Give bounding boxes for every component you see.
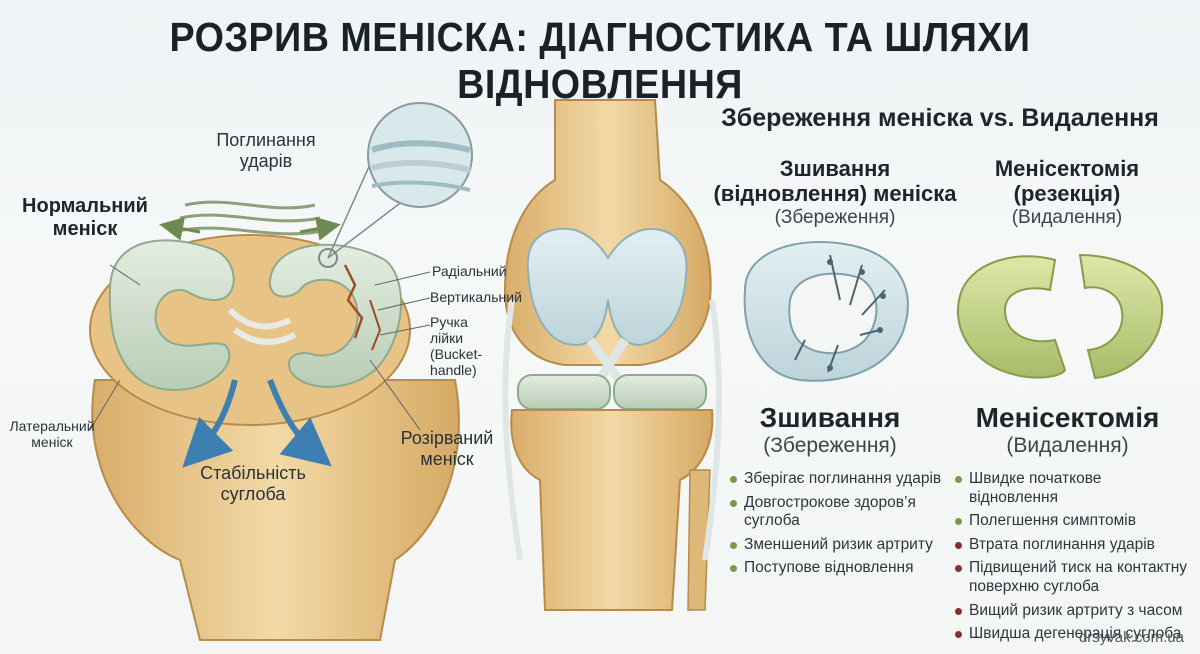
list-item: Зберігає поглинання ударів: [730, 470, 945, 489]
footer-url: drsyvak.com.ua: [1078, 629, 1184, 646]
list-item: Вищий ризик артриту з часом: [955, 602, 1190, 621]
knee-front-illustration: [502, 99, 723, 611]
radial-tear-label: Радіальний: [432, 263, 507, 279]
bullet-dot: [730, 476, 737, 483]
bullet-text: Довгострокове здоров’я суглоба: [744, 493, 916, 530]
bullet-text: Зберігає поглинання ударів: [744, 470, 942, 487]
shock-absorption-label: Поглинання ударів: [216, 130, 316, 171]
bullet-text: Втрата поглинання ударів: [969, 535, 1155, 553]
repair-subtitle: (Збереження): [774, 206, 896, 228]
meniscectomy-effects-list: Швидке початкове відновлення Полегшення …: [955, 470, 1190, 649]
bullet-dot: [955, 607, 962, 615]
repaired-meniscus-illustration: [743, 241, 909, 382]
repair-summary-header: Зшивання (Збереження): [730, 402, 930, 458]
list-item: Швидке початкове відновлення: [955, 470, 1190, 507]
page-title: РОЗРИВ МЕНІСКА: ДІАГНОСТИКА ТА ШЛЯХИ ВІД…: [169, 14, 1031, 107]
meniscectomy-summary-header: Менісектомія (Видалення): [955, 402, 1180, 458]
bullet-text: Швидке початкове відновлення: [969, 470, 1102, 506]
bullet-text: Зменшений ризик артриту: [744, 535, 933, 553]
repair-title: Зшивання (відновлення) меніска: [713, 156, 957, 207]
repair-column-header: Зшивання (відновлення) меніска (Збережен…: [708, 156, 962, 228]
bullet-dot: [955, 565, 962, 573]
bullet-text: Поступове відновлення: [744, 559, 914, 577]
normal-meniscus-label: Нормальний меніск: [22, 195, 148, 240]
repair-benefits-list: Зберігає поглинання ударів Довгострокове…: [730, 470, 945, 583]
list-item: Зменшений ризик артриту: [730, 536, 945, 555]
resected-meniscus-illustration: [957, 253, 1164, 380]
bullet-text: Швидша дегенерація суглоба: [969, 625, 1182, 643]
bullet-text: Вищий ризик артриту з часом: [969, 601, 1183, 619]
lateral-meniscus-label: Латеральний меніск: [9, 418, 95, 451]
repair-big-subtitle: (Збереження): [763, 434, 897, 458]
meniscectomy-subtitle: (Видалення): [1011, 206, 1123, 228]
bullet-dot: [955, 518, 962, 526]
torn-meniscus-label: Розірваний меніск: [400, 428, 494, 469]
bucket-handle-tear-label: Ручка лійки (Bucket-handle): [430, 314, 483, 379]
list-item: Довгострокове здоров’я суглоба: [730, 494, 945, 531]
tibia-plateau-illustration: [89, 102, 473, 641]
list-item: Швидша дегенерація суглоба: [955, 625, 1190, 644]
list-item: Полегшення симптомів: [955, 512, 1190, 531]
meniscectomy-column-header: Менісектомія (резекція) (Видалення): [962, 156, 1172, 228]
bullet-dot: [730, 565, 737, 573]
list-item: Втрата поглинання ударів: [955, 536, 1190, 555]
bullet-dot: [955, 631, 962, 639]
comparison-heading: Збереження меніска vs. Видалення: [721, 104, 1159, 132]
bullet-text: Підвищений тиск на контактну поверхню су…: [969, 559, 1188, 595]
bullet-dot: [730, 499, 737, 507]
repair-big-title: Зшивання: [759, 402, 901, 433]
meniscectomy-big-title: Менісектомія: [975, 402, 1160, 433]
list-item: Підвищений тиск на контактну поверхню су…: [955, 559, 1190, 596]
joint-stability-label: Стабільність суглоба: [200, 463, 306, 504]
list-item: Поступове відновлення: [730, 559, 945, 578]
bullet-dot: [955, 541, 962, 549]
meniscectomy-big-subtitle: (Видалення): [1006, 434, 1129, 458]
bullet-text: Полегшення симптомів: [969, 512, 1136, 530]
bullet-dot: [730, 541, 737, 549]
bullet-dot: [955, 476, 962, 483]
vertical-tear-label: Вертикальний: [430, 289, 522, 305]
meniscectomy-title: Менісектомія (резекція): [994, 156, 1140, 207]
